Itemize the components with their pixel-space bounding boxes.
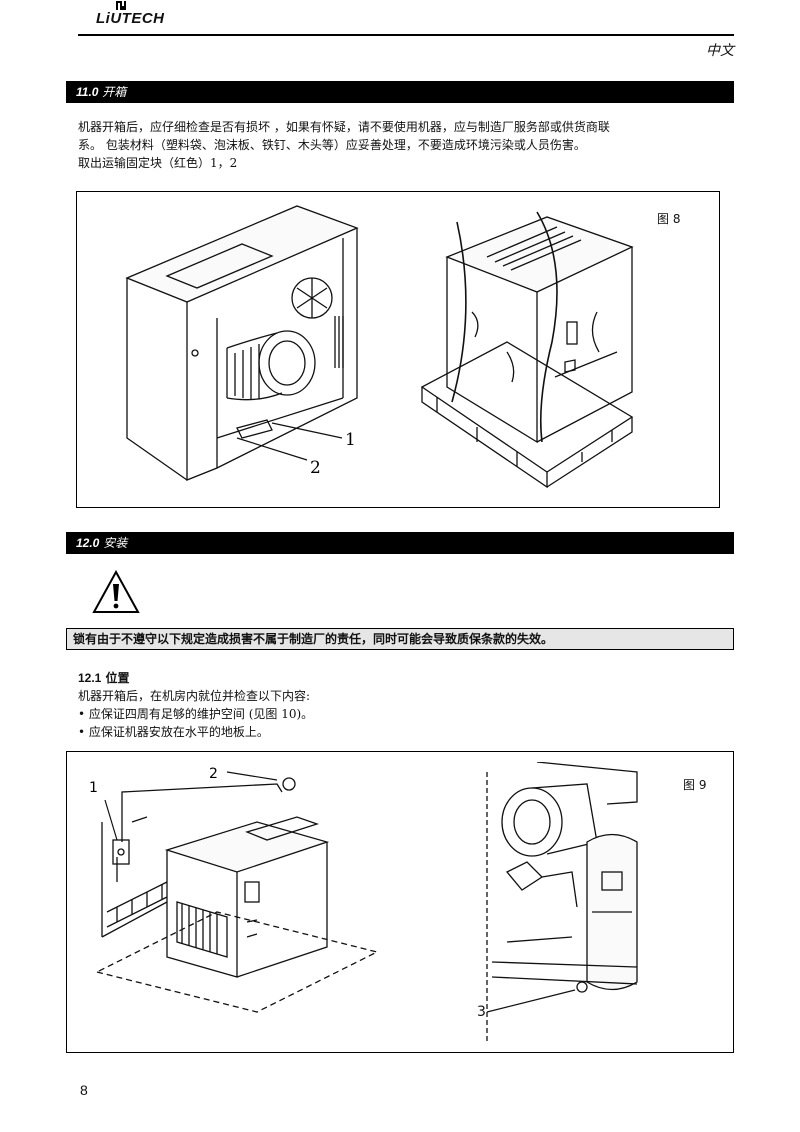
paragraph-line: 系。 包装材料（塑料袋、泡沫板、铁钉、木头等）应妥善处理，不要造成环境污染或人员… [78,138,586,152]
callout-3: 3 [477,1004,486,1020]
figure-9-box: 2 1 3 图 9 [66,751,734,1053]
callout-1: 1 [89,780,98,796]
section-11-title: 开箱 [102,85,127,99]
list-item: • 应保证四周有足够的维护空间 (见图 10)。 [78,707,314,721]
callout-1: 1 [345,430,356,450]
subsection-title: 位置 [105,671,130,685]
figure-8-box: 1 2 图 8 [76,191,720,508]
language-label: 中文 [706,43,734,59]
header-rule [78,34,734,36]
compressor-packed-illustration [420,211,634,489]
warning-triangle-icon [92,570,140,613]
paragraph-line: 机器开箱后，应仔细检查是否有损坏 ，如果有怀疑，请不要使用机器，应与制造厂服务部… [78,120,610,134]
subsection-12-1-body: 机器开箱后，在机房内就位并检查以下内容: • 应保证四周有足够的维护空间 (见图… [78,687,728,741]
figure-8-label: 图 8 [657,212,681,226]
section-11-number: 11.0 [76,85,99,99]
section-12-number: 12.0 [76,536,100,550]
subsection-12-1-title: 12.1 位置 [78,669,130,686]
callout-2: 2 [310,458,321,478]
compressor-open-illustration: 1 2 [125,205,359,481]
page-number: 8 [80,1082,88,1098]
subsection-number: 12.1 [78,671,102,685]
section-11-paragraph: 机器开箱后，应仔细检查是否有损坏 ，如果有怀疑，请不要使用机器，应与制造厂服务部… [78,118,728,172]
compressor-installation-illustration: 2 1 [89,766,379,1013]
logo-mark-icon [116,1,126,10]
warning-notice: 锁有由于不遵守以下规定造成损害不属于制造厂的责任，同时可能会导致质保条款的失效。 [66,628,734,650]
paragraph-line: 取出运输固定块（红色）1，2 [78,156,238,170]
section-11-header: 11.0 开箱 [66,81,734,103]
section-12-header: 12.0 安装 [66,532,734,554]
section-12-title: 安装 [103,536,128,550]
list-item: • 应保证机器安放在水平的地板上。 [78,725,269,739]
callout-2: 2 [209,766,218,782]
compressor-interior-illustration [486,762,638,1042]
brand-logo: LiUTECH [96,10,165,27]
subsection-intro: 机器开箱后，在机房内就位并检查以下内容: [78,689,311,703]
figure-9-label: 图 9 [683,778,707,792]
